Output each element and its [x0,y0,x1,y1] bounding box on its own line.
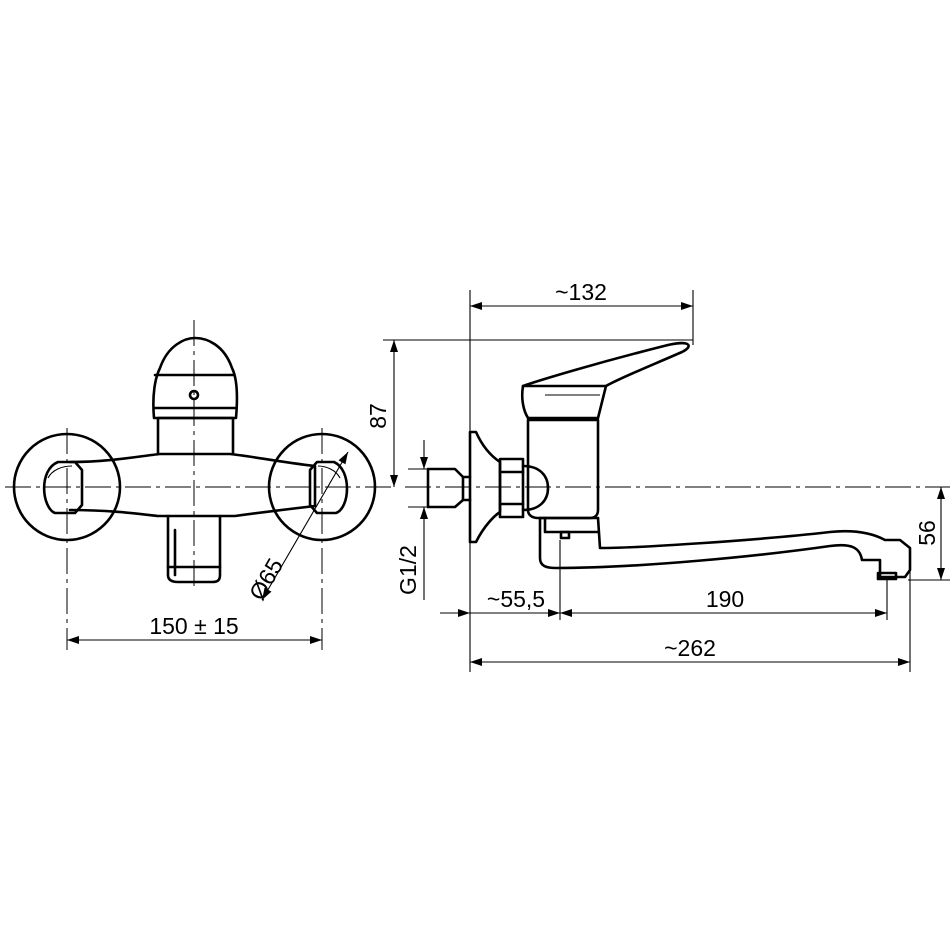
supply-connection [426,467,465,509]
height-label: 87 [365,403,391,429]
side-view: ~132 87 G1/2 ~55,5 190 ~262 56 [365,279,950,672]
lever-side [520,341,690,420]
bottom-outlet [166,514,222,584]
wall-to-spout-label: ~55,5 [487,586,545,612]
left-union [42,460,84,515]
total-length-label: ~262 [664,635,716,661]
spout-reach-label: 190 [706,586,744,612]
outlet-drop-label: 56 [914,520,940,546]
lever-reach-label: ~132 [555,279,607,305]
front-view: Ø65 150 ± 15 [5,320,395,650]
mixer-body [68,452,317,518]
lever-handle-front [152,336,239,420]
spout [538,516,912,579]
thread-label: G1/2 [395,545,421,595]
union-nut [498,457,525,519]
spout-aerator [876,571,898,581]
diameter-label: Ø65 [244,554,288,605]
diameter-leader [261,451,349,601]
center-distance-label: 150 ± 15 [149,613,238,639]
cartridge-housing [156,416,235,456]
